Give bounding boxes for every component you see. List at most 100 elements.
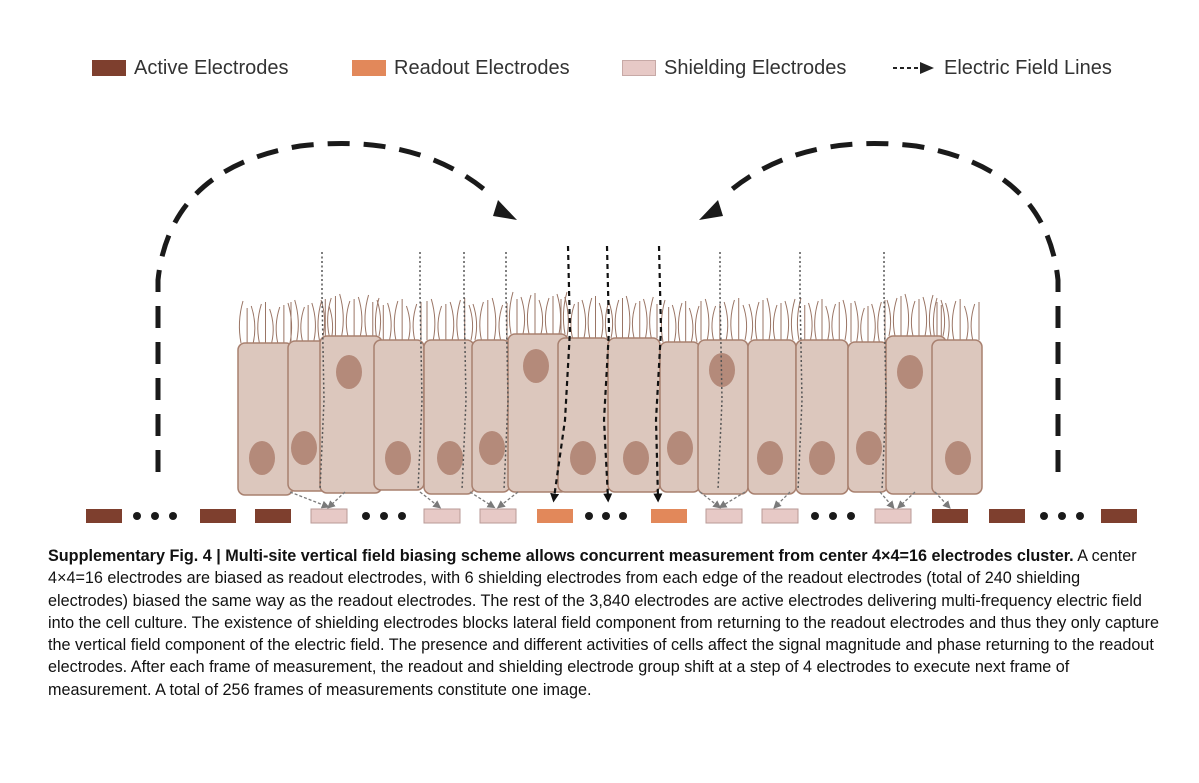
cell-nucleus <box>570 441 596 475</box>
legend-label-readout: Readout Electrodes <box>394 56 570 79</box>
cell-nucleus <box>667 431 693 465</box>
thin-field-line <box>503 252 509 491</box>
active-electrode <box>86 509 122 523</box>
shielding-electrode <box>761 508 799 524</box>
cilium <box>754 301 760 341</box>
ellipsis-dot <box>169 512 177 520</box>
field-line-arrow-icon <box>893 62 934 74</box>
cilium <box>904 293 910 337</box>
thin-field-line <box>881 252 887 491</box>
large-field-arrows <box>155 141 1061 472</box>
cilium <box>711 305 717 341</box>
cell-nucleus <box>623 441 649 475</box>
ellipsis-dot <box>602 512 610 520</box>
ellipsis-dot <box>1040 512 1048 520</box>
cell-nucleus <box>856 431 882 465</box>
legend-label-field-lines: Electric Field Lines <box>944 56 1112 79</box>
cilium <box>784 300 790 341</box>
thin-field-line <box>461 252 467 491</box>
cilium <box>538 299 544 335</box>
cilium <box>625 295 631 339</box>
cilium <box>892 297 898 337</box>
cilium <box>928 294 934 337</box>
legend-item-active: Active Electrodes <box>92 52 289 84</box>
cell-nucleus <box>385 441 411 475</box>
cilium <box>825 305 830 341</box>
cilium <box>723 301 729 341</box>
electrode-row <box>86 508 1137 524</box>
cilium <box>608 301 614 339</box>
active-electrode <box>1101 509 1137 523</box>
right-field-arc <box>722 141 1061 472</box>
legend: Active Electrodes Readout Electrodes Shi… <box>0 52 1199 84</box>
cilium <box>238 300 244 344</box>
electrode-scheme-diagram <box>86 141 1137 524</box>
cilium <box>412 303 418 341</box>
cilium <box>910 300 916 337</box>
figure-caption: Supplementary Fig. 4 | Multi-site vertic… <box>48 545 1163 701</box>
cilium <box>614 299 620 339</box>
cell-nucleus <box>437 441 463 475</box>
ellipsis-dot <box>151 512 159 520</box>
cilium <box>704 298 710 341</box>
cilium <box>564 296 569 339</box>
legend-label-shielding: Shielding Electrodes <box>664 56 847 79</box>
readout-electrode <box>651 509 687 523</box>
thin-field-line <box>417 252 423 491</box>
cilium <box>437 305 443 341</box>
cilium <box>449 301 455 341</box>
cilium <box>269 308 274 344</box>
cilium <box>498 304 504 341</box>
cilium <box>660 299 666 343</box>
cilium <box>468 304 474 341</box>
cilium <box>456 299 461 341</box>
cell-nucleus <box>523 349 549 383</box>
legend-label-active: Active Electrodes <box>134 56 289 79</box>
lateral-field-arrow <box>934 491 951 509</box>
cilium <box>364 294 370 337</box>
cilium <box>963 305 969 341</box>
legend-item-shielding: Shielding Electrodes <box>622 52 846 84</box>
cilium <box>814 300 819 341</box>
cilium <box>570 303 575 339</box>
cell-nucleus <box>291 431 317 465</box>
ellipsis-dot <box>133 512 141 520</box>
cilium <box>562 291 568 335</box>
ellipsis-dot <box>847 512 855 520</box>
cilium <box>587 297 593 339</box>
cilium <box>491 297 497 341</box>
cilium <box>317 300 323 342</box>
readout-electrode-swatch <box>352 60 386 76</box>
field-lines-layer <box>289 245 951 510</box>
cilium <box>387 302 392 341</box>
readout-field-line <box>550 245 572 503</box>
active-electrode <box>932 509 968 523</box>
cilium <box>842 299 848 341</box>
shielding-electrode-swatch <box>622 60 656 76</box>
ellipsis-dot <box>362 512 370 520</box>
caption-title: Supplementary Fig. 4 | Multi-site vertic… <box>48 547 1074 565</box>
cell-nucleus <box>945 441 971 475</box>
cilium <box>671 304 677 343</box>
cilium <box>742 304 748 341</box>
shielding-electrode <box>310 508 348 524</box>
caption-body: A center 4×4=16 electrodes are biased as… <box>48 547 1159 699</box>
cilium <box>327 297 332 337</box>
cilium <box>311 302 316 342</box>
cilium <box>257 303 262 344</box>
lateral-field-arrow <box>879 491 895 510</box>
ellipsis-dot <box>585 512 593 520</box>
cilium <box>520 296 526 335</box>
lateral-field-arrow <box>773 491 791 509</box>
right-field-arrowhead <box>699 200 723 220</box>
ellipsis-dot <box>811 512 819 520</box>
cell-nucleus <box>336 355 362 389</box>
ellipsis-dot <box>829 512 837 520</box>
cilium <box>688 307 694 343</box>
cilium <box>300 306 305 342</box>
cilium <box>649 296 654 339</box>
diagram-figure: Active Electrodes Readout Electrodes Shi… <box>0 52 1199 524</box>
legend-item-field-lines: Electric Field Lines <box>892 52 1112 84</box>
cilium <box>808 302 813 341</box>
cilium <box>405 305 411 341</box>
